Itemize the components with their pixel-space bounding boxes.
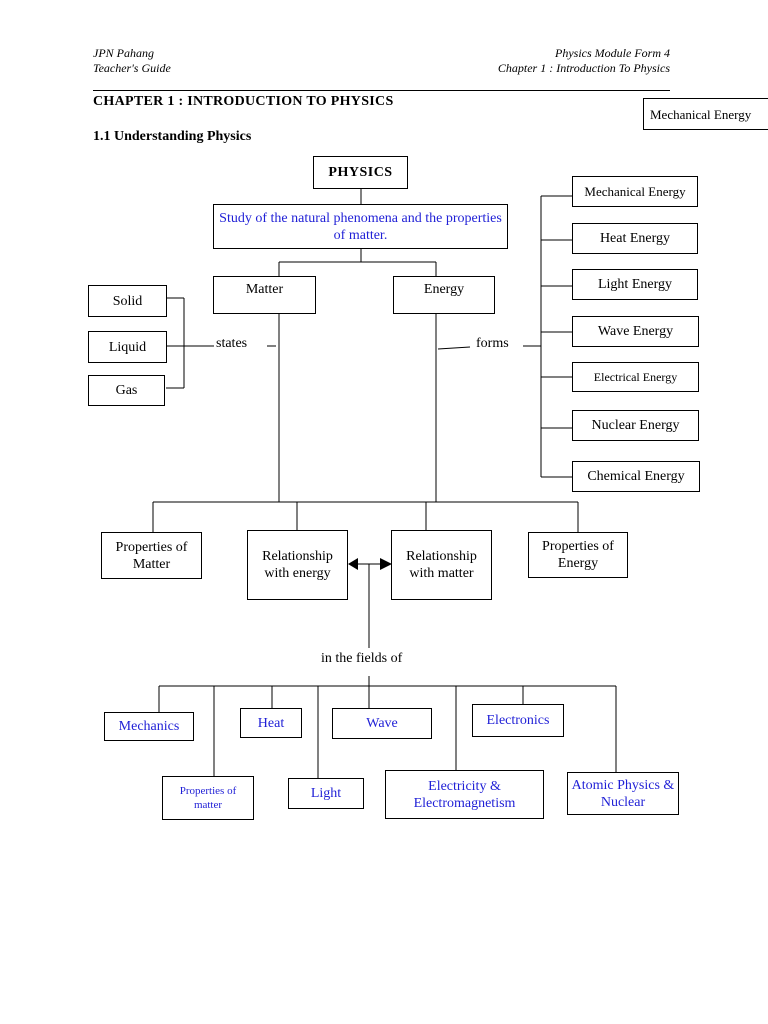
properties-of-matter-box: Properties of Matter: [101, 532, 202, 579]
states-label: states: [214, 336, 250, 352]
definition-box: Study of the natural phenomena and the p…: [213, 204, 508, 249]
form-nuclear-energy-box: Nuclear Energy: [572, 410, 699, 441]
form-light-energy-box: Light Energy: [572, 269, 698, 300]
relationship-with-energy-box: Relationship with energy: [247, 530, 348, 600]
header-module: Physics Module Form 4: [555, 46, 670, 60]
physics-root-box: PHYSICS: [313, 156, 408, 189]
field-mechanics-box: Mechanics: [104, 712, 194, 741]
state-liquid-box: Liquid: [88, 331, 167, 363]
relationship-with-matter-box: Relationship with matter: [391, 530, 492, 600]
energy-box: Energy: [393, 276, 495, 314]
fields-label: in the fields of: [319, 651, 405, 667]
page-header-left: JPN Pahang Teacher's Guide: [93, 46, 171, 76]
header-rule: [93, 90, 670, 91]
matter-box: Matter: [213, 276, 316, 314]
form-electrical-energy-box: Electrical Energy: [572, 362, 699, 392]
page-header-right: Physics Module Form 4 Chapter 1 : Introd…: [455, 46, 670, 76]
header-guide: Teacher's Guide: [93, 61, 171, 75]
form-chemical-energy-box: Chemical Energy: [572, 461, 700, 492]
forms-label: forms: [474, 336, 511, 352]
field-electronics-box: Electronics: [472, 704, 564, 737]
field-properties-of-matter-box: Properties of matter: [162, 776, 254, 820]
state-gas-box: Gas: [88, 375, 165, 406]
floating-mechanical-energy-box: Mechanical Energy: [643, 98, 768, 130]
field-electricity-electromagnetism-box: Electricity & Electromagnetism: [385, 770, 544, 819]
form-mechanical-energy-box: Mechanical Energy: [572, 176, 698, 207]
field-wave-box: Wave: [332, 708, 432, 739]
field-heat-box: Heat: [240, 708, 302, 738]
section-title: 1.1 Understanding Physics: [93, 129, 252, 144]
state-solid-box: Solid: [88, 285, 167, 317]
field-atomic-physics-nuclear-box: Atomic Physics & Nuclear: [567, 772, 679, 815]
chapter-title: CHAPTER 1 : INTRODUCTION TO PHYSICS: [93, 94, 394, 109]
arrow-right-icon: [380, 558, 392, 570]
header-chapter: Chapter 1 : Introduction To Physics: [497, 61, 670, 75]
properties-of-energy-box: Properties of Energy: [528, 532, 628, 578]
form-heat-energy-box: Heat Energy: [572, 223, 698, 254]
field-light-box: Light: [288, 778, 364, 809]
header-school: JPN Pahang: [93, 46, 154, 60]
form-wave-energy-box: Wave Energy: [572, 316, 699, 347]
arrow-left-icon: [348, 558, 358, 570]
